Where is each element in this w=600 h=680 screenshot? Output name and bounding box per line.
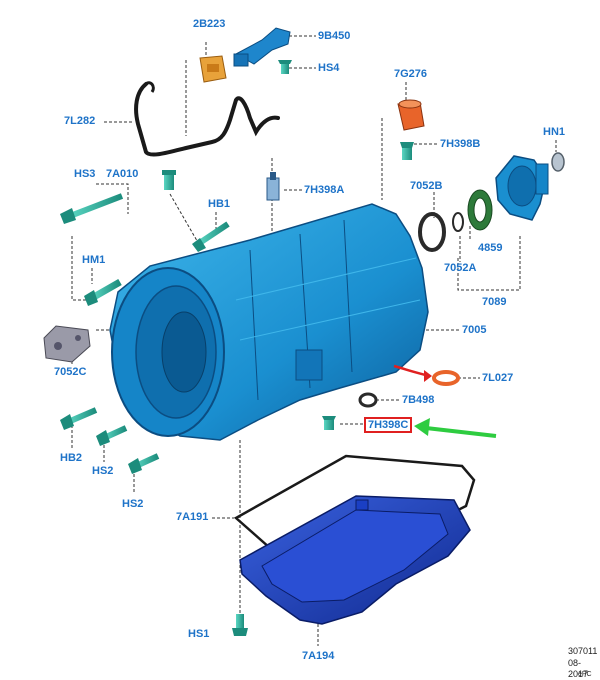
label-2b223: 2B223	[193, 18, 226, 30]
transmission-housing-7005	[109, 203, 429, 441]
green-arrow	[425, 426, 497, 438]
oil-pan-7a194	[239, 495, 471, 625]
bolt-hb2	[60, 407, 98, 430]
bracket-9b450	[233, 27, 291, 67]
label-7g276: 7G276	[394, 68, 428, 80]
label-7h398c-highlighted: 7H398C	[364, 417, 413, 433]
label-7a194: 7A194	[302, 650, 335, 662]
label-7a010: 7A010	[106, 168, 139, 180]
label-9b450: 9B450	[318, 30, 351, 42]
label-7089: 7089	[482, 296, 507, 308]
figure-source: ePC	[578, 671, 592, 678]
label-7l282: 7L282	[64, 115, 96, 127]
o-ring-7l027	[432, 370, 460, 386]
label-7005: 7005	[462, 324, 487, 336]
label-hs2-b: HS2	[122, 498, 144, 510]
bolt-hm1	[84, 278, 122, 306]
label-hm1: HM1	[82, 254, 106, 266]
label-7052a: 7052A	[444, 262, 477, 274]
label-7052c: 7052C	[54, 366, 87, 378]
bolt-hs3	[60, 193, 124, 224]
label-hs3: HS3	[74, 168, 96, 180]
bolt-hs4	[278, 60, 292, 74]
label-hb2: HB2	[60, 452, 83, 464]
extension-housing-7089	[495, 155, 549, 221]
vent-tube	[134, 82, 280, 157]
label-7052b: 7052B	[410, 180, 443, 192]
bolt-hs2-a	[96, 425, 128, 446]
label-7h398b: 7H398B	[440, 138, 481, 150]
nut-hn1	[551, 152, 565, 172]
ring-7052a	[452, 212, 464, 232]
bolt-hb1	[192, 221, 230, 252]
label-7a191: 7A191	[176, 511, 209, 523]
seal-4859	[467, 189, 493, 231]
label-7l027: 7L027	[482, 372, 514, 384]
bracket-7052c	[43, 325, 91, 363]
bolt-hs2-b	[128, 453, 160, 474]
seal-7052b	[418, 212, 446, 252]
figure-date: 08-2017	[568, 658, 589, 679]
plug-7g276	[397, 99, 425, 131]
seal-7b498	[358, 392, 378, 408]
sensor-7h398b	[400, 142, 414, 160]
connector-2b223	[199, 55, 227, 83]
sensor-7h398c	[322, 416, 336, 430]
drain-bolt-hs1	[232, 614, 248, 636]
label-hs4: HS4	[318, 62, 340, 74]
label-4859: 4859	[478, 242, 503, 254]
label-hb1: HB1	[208, 198, 231, 210]
sensor-7h398a	[266, 172, 280, 201]
label-hn1: HN1	[543, 126, 566, 138]
label-hs1: HS1	[188, 628, 210, 640]
figure-code: 307011	[568, 646, 598, 656]
label-7h398a: 7H398A	[304, 184, 345, 196]
label-hs2-a: HS2	[92, 465, 114, 477]
label-7b498: 7B498	[402, 394, 435, 406]
fitting-7a010	[162, 170, 176, 190]
